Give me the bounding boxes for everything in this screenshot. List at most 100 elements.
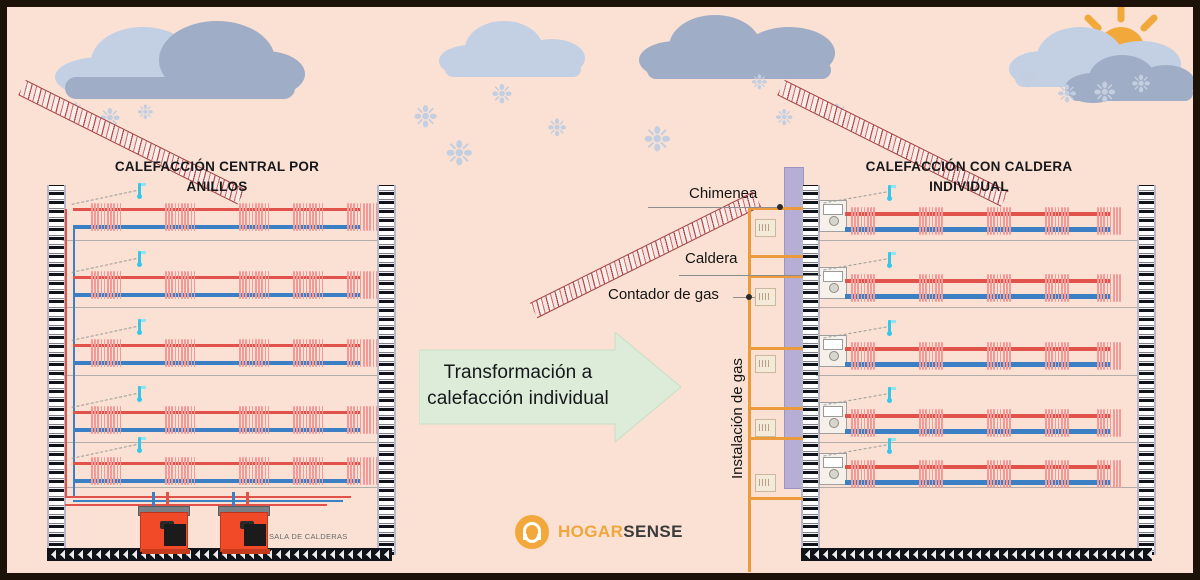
right-house-title-line2: INDIVIDUAL	[929, 179, 1009, 195]
individual-boiler	[819, 335, 847, 367]
snowflake-icon: ❉	[1057, 81, 1078, 108]
radiator	[987, 409, 1011, 437]
thermostat-icon	[135, 319, 147, 337]
gas-riser-vertical	[748, 207, 751, 572]
right-floor-line	[816, 442, 1137, 443]
radiator	[165, 339, 196, 367]
radiator	[293, 457, 324, 485]
radiator	[239, 339, 270, 367]
radiator	[91, 339, 122, 367]
left-house-title-line2: ANILLOS	[186, 179, 248, 195]
right-floor-line	[816, 240, 1137, 241]
radiator	[987, 207, 1011, 235]
left-floor-line	[62, 442, 377, 443]
gas-branch	[748, 437, 803, 440]
callout-contador-line	[733, 297, 755, 298]
radiator	[91, 406, 122, 434]
house-arch-icon	[515, 515, 549, 549]
gas-meter	[755, 288, 776, 306]
left-house-title-line1: CALEFACCIÓN CENTRAL POR	[114, 159, 320, 174]
snowflake-icon: ❉	[413, 101, 439, 134]
radiator	[919, 207, 943, 235]
logo-text-sense: SENSE	[623, 522, 683, 541]
thermostat-icon	[885, 252, 897, 270]
snowflake-icon: ❉	[751, 72, 768, 94]
right-house-title: CALEFACCIÓN CON CALDERA INDIVIDUAL	[819, 157, 1119, 198]
left-house-title: CALEFACCIÓN CENTRAL POR ANILLOS	[67, 157, 367, 198]
logo-text-hogar: HOGAR	[558, 522, 624, 541]
thermostat-icon	[885, 387, 897, 405]
radiator	[851, 207, 875, 235]
cloud-center-small	[439, 21, 589, 77]
hogarsense-logo[interactable]: HOGARSENSE	[515, 515, 683, 549]
left-house: CALEFACCIÓN CENTRAL POR ANILLOS	[7, 7, 427, 573]
radiator	[347, 271, 378, 299]
arrow-text-line2: calefacción individual	[427, 387, 609, 409]
right-house: CALEFACCIÓN CON CALDERA INDIVIDUAL	[529, 7, 1193, 573]
radiator	[347, 457, 378, 485]
snowflake-icon: ❉	[547, 115, 568, 142]
right-floor-line	[816, 307, 1137, 308]
radiator	[919, 274, 943, 302]
transformation-arrow-text: Transformación a calefacción individual	[403, 360, 633, 411]
radiator	[919, 460, 943, 488]
left-floor-line	[62, 240, 377, 241]
radiator	[851, 409, 875, 437]
radiator	[239, 406, 270, 434]
radiator	[239, 271, 270, 299]
radiator	[1045, 409, 1069, 437]
individual-boiler	[819, 267, 847, 299]
radiator	[987, 460, 1011, 488]
radiator	[1097, 460, 1121, 488]
callout-caldera-line	[679, 275, 821, 276]
snowflake-icon: ❉	[137, 102, 154, 124]
gas-branch	[748, 275, 803, 278]
snowflake-icon: ❉	[775, 105, 794, 130]
thermostat-icon	[135, 386, 147, 404]
gas-branch	[748, 497, 803, 500]
transformation-arrow: Transformación a calefacción individual	[419, 332, 681, 442]
gas-meter	[755, 355, 776, 373]
thermostat-icon	[135, 183, 147, 201]
radiator	[1045, 460, 1069, 488]
radiator	[1097, 207, 1121, 235]
left-house-ground	[47, 548, 392, 561]
right-house-wall-right	[1137, 185, 1156, 555]
radiator	[1097, 274, 1121, 302]
cloud-right-dark	[1065, 55, 1193, 103]
snowflake-icon: ❉	[445, 135, 474, 173]
radiator	[851, 274, 875, 302]
left-floor-line	[62, 307, 377, 308]
radiator	[293, 406, 324, 434]
radiator	[1097, 342, 1121, 370]
gas-meter	[755, 474, 776, 492]
radiator	[1097, 409, 1121, 437]
snowflake-icon: ❉	[643, 121, 672, 159]
radiator	[293, 271, 324, 299]
left-basement-supply-main-2	[65, 504, 327, 506]
radiator	[165, 203, 196, 231]
radiator	[851, 460, 875, 488]
gas-branch	[748, 255, 803, 258]
snowflake-icon: ❉	[491, 79, 513, 109]
callout-instalacion-gas: Instalación de gas	[729, 358, 746, 479]
radiator	[987, 274, 1011, 302]
individual-boiler	[819, 200, 847, 232]
radiator	[1045, 342, 1069, 370]
thermostat-leader	[823, 326, 887, 339]
radiator	[1045, 274, 1069, 302]
callout-caldera: Caldera	[685, 250, 738, 267]
individual-boiler	[819, 402, 847, 434]
gas-branch	[748, 347, 803, 350]
left-floor-line	[62, 375, 377, 376]
gas-meter	[755, 419, 776, 437]
individual-boiler	[819, 453, 847, 485]
diagram-background: ❉ ❉ ❉ ❉ ❉ ❉ ❉ ❉ ❉ ❉ ❉ ❉ ❉ ❉ ❉ CALEFACCIÓ…	[7, 7, 1193, 573]
thermostat-leader	[823, 393, 887, 406]
radiator	[347, 203, 378, 231]
snowflake-icon: ❉	[1019, 67, 1038, 92]
thermostat-leader	[823, 444, 887, 457]
thermostat-icon	[885, 320, 897, 338]
radiator	[293, 203, 324, 231]
radiator	[347, 339, 378, 367]
